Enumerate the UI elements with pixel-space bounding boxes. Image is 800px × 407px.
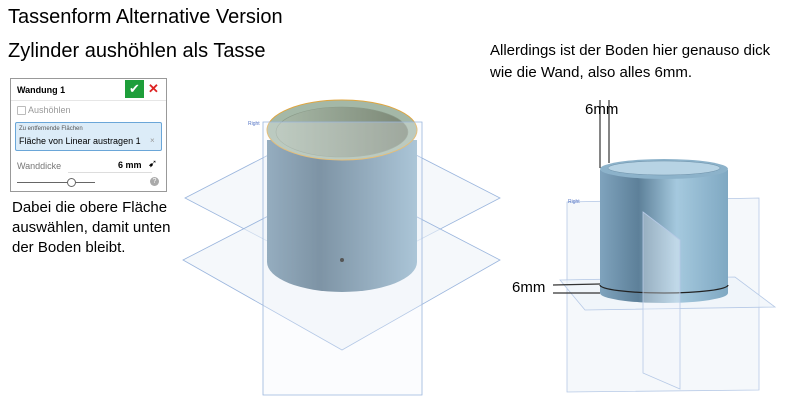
page-title: Tassenform Alternative Version xyxy=(8,6,283,28)
confirm-button[interactable]: ✔ xyxy=(125,80,144,98)
close-icon: ✕ xyxy=(148,81,159,96)
cancel-button[interactable]: ✕ xyxy=(148,81,159,97)
shell-feature-dialog: Wandung 1 ✔ ✕ Aushöhlen Zu entfernende F… xyxy=(10,78,167,192)
thickness-label: Wanddicke xyxy=(17,161,62,171)
check-icon: ✔ xyxy=(129,81,140,96)
hollow-checkbox[interactable] xyxy=(17,106,26,115)
slider-handle[interactable] xyxy=(67,178,76,187)
left-view[interactable] xyxy=(182,99,501,396)
clear-selection-button[interactable]: × xyxy=(150,136,155,145)
page-subtitle: Zylinder aushöhlen als Tasse xyxy=(8,40,266,62)
cylinder-body xyxy=(600,170,728,303)
cylinder-opening xyxy=(607,160,721,176)
wall-dimension-label: 6mm xyxy=(585,101,619,118)
plane-label: Right xyxy=(568,199,580,205)
inner-face xyxy=(275,106,409,158)
front-plane xyxy=(642,211,681,390)
flip-direction-icon[interactable]: ➹ xyxy=(148,158,158,170)
plane-label: Right xyxy=(248,121,260,127)
thickness-slider[interactable] xyxy=(17,182,95,183)
note-left: Dabei die obere Fläche auswählen, damit … xyxy=(12,199,171,256)
cylinder-body xyxy=(267,140,417,292)
help-icon[interactable]: ? xyxy=(150,177,159,186)
right-view[interactable] xyxy=(552,100,777,393)
faces-to-remove-field[interactable]: Zu entfernende Flächen Fläche von Linear… xyxy=(15,122,162,151)
divider xyxy=(11,100,166,101)
thickness-input[interactable]: 6 mm xyxy=(118,160,142,170)
dialog-title: Wandung 1 xyxy=(17,85,66,95)
faces-caption: Zu entfernende Flächen xyxy=(19,126,83,132)
note-right: Allerdings ist der Boden hier genauso di… xyxy=(490,42,771,81)
hollow-checkbox-label: Aushöhlen xyxy=(28,105,71,115)
origin-point xyxy=(340,258,344,262)
thickness-underline xyxy=(68,172,152,173)
faces-value: Fläche von Linear austragen 1 xyxy=(19,136,141,146)
floor-dimension-label: 6mm xyxy=(512,279,546,296)
